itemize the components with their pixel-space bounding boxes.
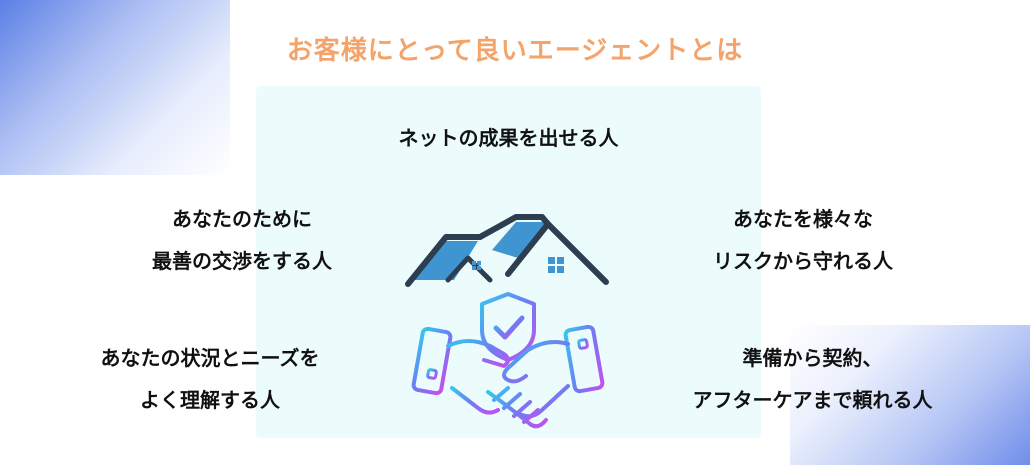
label-left-top-line2: 最善の交渉をする人: [152, 249, 332, 273]
house-icon: [405, 214, 609, 287]
label-right-bottom-line1: 準備から契約、: [742, 346, 883, 370]
label-left-top: あなたのために 最善の交渉をする人: [102, 198, 382, 282]
handshake-shield-icon: [411, 292, 605, 429]
page-title: お客様にとって良いエージェントとは: [286, 36, 744, 66]
label-top: ネットの成果を出せる人: [256, 117, 761, 159]
label-left-bottom: あなたの状況とニーズを よく理解する人: [40, 337, 380, 421]
corner-gradient-bottom-right: [790, 325, 1030, 465]
label-top-text: ネットの成果を出せる人: [398, 126, 619, 150]
corner-gradient-top-left: [0, 0, 230, 175]
label-right-bottom: 準備から契約、 アフターケアまで頼れる人: [640, 337, 985, 421]
label-left-bottom-line2: よく理解する人: [140, 388, 280, 412]
label-right-top: あなたを様々な リスクから守れる人: [663, 198, 943, 282]
label-right-top-line2: リスクから守れる人: [713, 249, 893, 273]
label-right-bottom-line2: アフターケアまで頼れる人: [692, 388, 933, 412]
label-right-top-line1: あなたを様々な: [733, 207, 873, 231]
label-left-top-line1: あなたのために: [172, 207, 312, 231]
label-left-bottom-line1: あなたの状況とニーズを: [100, 346, 320, 370]
